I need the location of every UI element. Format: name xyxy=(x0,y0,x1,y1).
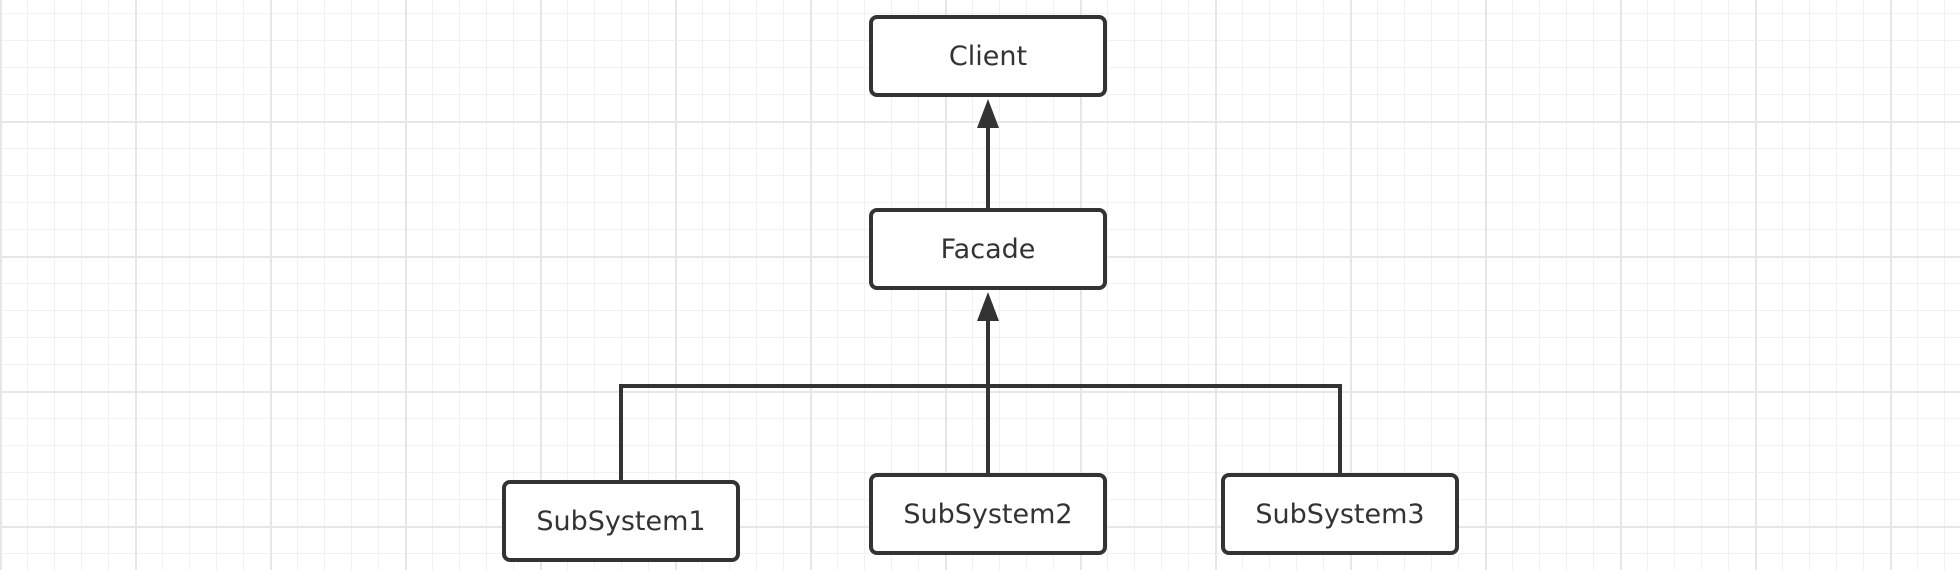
client-node[interactable]: Client xyxy=(869,15,1107,97)
subsystem2-node[interactable]: SubSystem2 xyxy=(869,473,1107,555)
facade-node[interactable]: Facade xyxy=(869,208,1107,290)
arrowhead-facade xyxy=(977,292,999,321)
subsystem2-label: SubSystem2 xyxy=(903,498,1073,530)
facade-label: Facade xyxy=(940,233,1036,265)
subsystem3-node[interactable]: SubSystem3 xyxy=(1221,473,1459,555)
client-label: Client xyxy=(948,40,1028,72)
edge-subsystem1-bus xyxy=(619,384,988,480)
subsystem1-label: SubSystem1 xyxy=(536,505,706,537)
subsystem3-label: SubSystem3 xyxy=(1255,498,1425,530)
edge-subsystem3-bus xyxy=(988,384,1342,473)
subsystem1-node[interactable]: SubSystem1 xyxy=(502,480,740,562)
arrowhead-client xyxy=(977,99,999,128)
